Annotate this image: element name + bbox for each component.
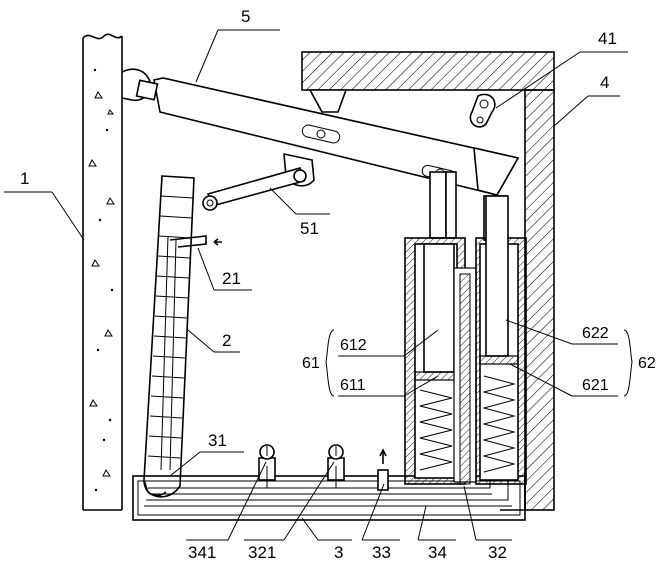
outlet-33 [378, 450, 388, 490]
label-33: 33 [372, 543, 391, 562]
cylinder-62 [476, 196, 526, 484]
valve-321 [328, 445, 344, 488]
label-3: 3 [334, 543, 343, 562]
label-612: 612 [340, 337, 367, 354]
label-51: 51 [300, 219, 319, 238]
cylinder-61 [405, 172, 476, 484]
label-31: 31 [208, 431, 227, 450]
label-4: 4 [600, 73, 609, 92]
label-34: 34 [428, 543, 447, 562]
label-1: 1 [20, 169, 29, 188]
label-321: 321 [248, 543, 276, 562]
label-62: 62 [638, 355, 656, 372]
label-61: 61 [302, 355, 320, 372]
label-611: 611 [340, 377, 366, 394]
label-621: 621 [582, 377, 609, 394]
label-2: 2 [222, 331, 231, 350]
link-rod [203, 168, 306, 210]
label-622: 622 [582, 325, 609, 342]
label-21: 21 [222, 269, 241, 288]
wall [83, 34, 122, 510]
label-41: 41 [598, 29, 617, 48]
label-341: 341 [188, 543, 216, 562]
valve-341 [259, 445, 275, 488]
label-5: 5 [241, 7, 250, 26]
label-32: 32 [488, 543, 507, 562]
